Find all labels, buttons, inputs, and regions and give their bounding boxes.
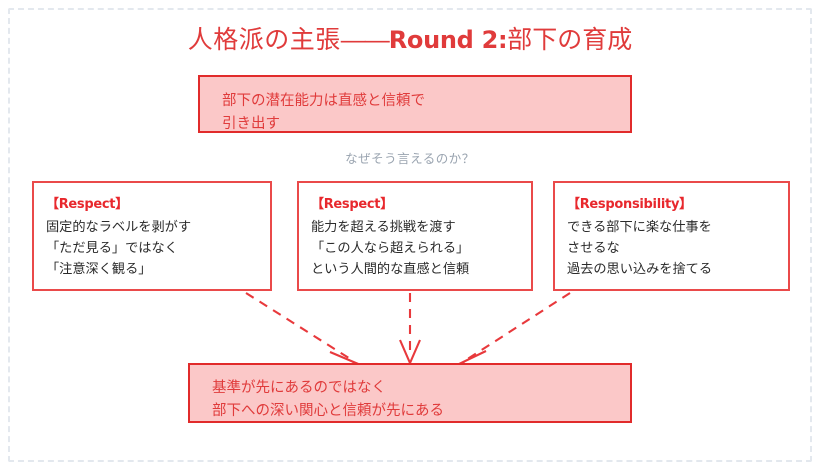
evidence-card-line-2: させるな: [567, 240, 620, 255]
evidence-card-line-1: できる部下に楽な仕事を: [567, 219, 712, 234]
question-connector-label: なぜそう言えるのか？: [345, 152, 475, 166]
conclusion-line-1: 基準が先にあるのではなく: [212, 380, 386, 396]
page-title: 人格派の主張——Round 2:部下の育成: [0, 24, 820, 56]
evidence-card-line-3: という人間的な直感と信頼: [311, 261, 470, 276]
evidence-card-label: 【Respect】: [46, 197, 128, 212]
evidence-card-respect-2: 【Respect】 能力を超える挑戦を渡す 「この人なら超えられる」 という人間…: [297, 181, 533, 291]
evidence-card-line-2: 「ただ見る」ではなく: [46, 240, 178, 255]
evidence-card-line-2: 「この人なら超えられる」: [311, 240, 470, 255]
evidence-card-responsibility: 【Responsibility】 できる部下に楽な仕事を させるな 過去の思い込…: [553, 181, 790, 291]
conclusion-line-2: 部下への深い関心と信頼が先にある: [212, 403, 444, 419]
top-claim-line-1: 部下の潜在能力は直感と信頼で: [222, 93, 425, 109]
evidence-card-label: 【Respect】: [311, 197, 393, 212]
title-dash: ——: [340, 26, 390, 54]
evidence-card-line-3: 「注意深く観る」: [46, 261, 152, 276]
arrow-right-dashed-line: [465, 292, 571, 361]
evidence-card-body: できる部下に楽な仕事を させるな 過去の思い込みを捨てる: [567, 216, 778, 279]
evidence-card-line-1: 能力を超える挑戦を渡す: [311, 219, 456, 234]
title-round-label: Round 2:: [388, 26, 508, 54]
evidence-card-label: 【Responsibility】: [567, 197, 692, 212]
top-claim-lines: 部下の潜在能力は直感と信頼で 引き出す: [200, 77, 630, 136]
top-claim-box: 部下の潜在能力は直感と信頼で 引き出す: [198, 75, 632, 133]
conclusion-box: 基準が先にあるのではなく 部下への深い関心と信頼が先にある: [188, 363, 632, 423]
conclusion-lines: 基準が先にあるのではなく 部下への深い関心と信頼が先にある: [190, 365, 630, 423]
evidence-card-line-1: 固定的なラベルを剥がす: [46, 219, 192, 234]
evidence-card-line-3: 過去の思い込みを捨てる: [567, 261, 713, 276]
title-main-text: 人格派の主張: [187, 26, 341, 54]
arrow-left-dashed-line: [245, 292, 353, 361]
top-claim-line-2: 引き出す: [222, 116, 280, 132]
evidence-card-body: 固定的なラベルを剥がす 「ただ見る」ではなく 「注意深く観る」: [46, 216, 260, 279]
evidence-card-body: 能力を超える挑戦を渡す 「この人なら超えられる」 という人間的な直感と信頼: [311, 216, 521, 279]
title-topic-text: 部下の育成: [507, 26, 633, 54]
arrow-center-head: [399, 339, 421, 366]
evidence-card-respect-1: 【Respect】 固定的なラベルを剥がす 「ただ見る」ではなく 「注意深く観る…: [32, 181, 272, 291]
